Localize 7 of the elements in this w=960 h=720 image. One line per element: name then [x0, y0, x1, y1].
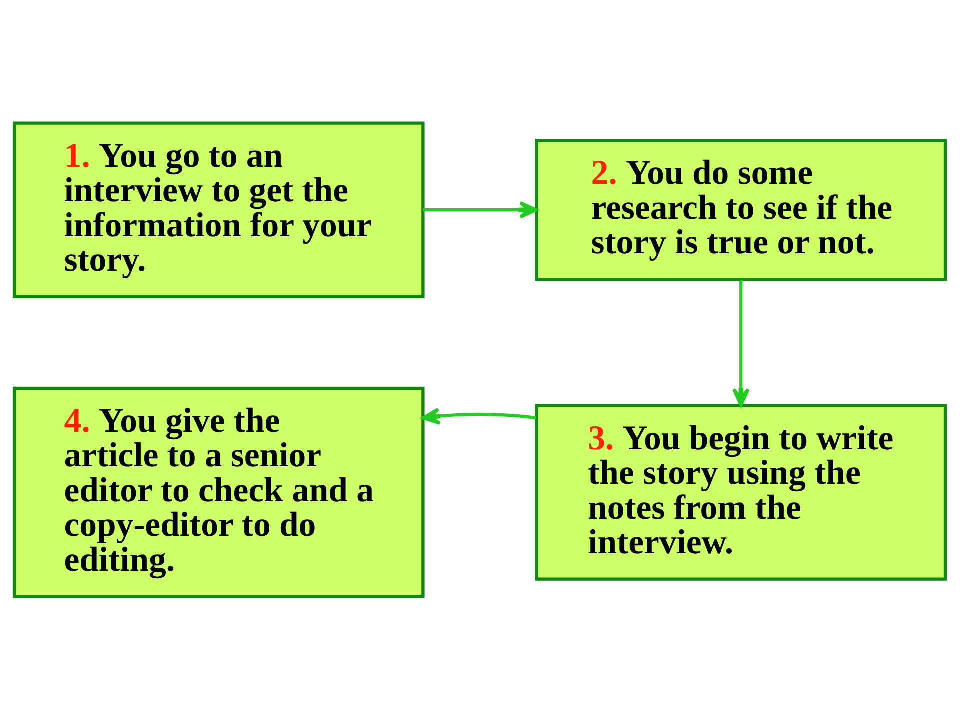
- node-box: 1. You go to an interview to get the information for your story.: [12, 122, 425, 298]
- node-box: 3. You begin to write the story using the notes from the interview.: [535, 404, 948, 581]
- node-box: 4. You give the article to a senior editor to check and a copy-editor to do editing.: [12, 386, 425, 598]
- node-box: 2. You do some research to see if the story is true or not.: [535, 139, 948, 282]
- arrow: [732, 280, 750, 407]
- arrow: [423, 201, 538, 219]
- arrow: [422, 408, 537, 425]
